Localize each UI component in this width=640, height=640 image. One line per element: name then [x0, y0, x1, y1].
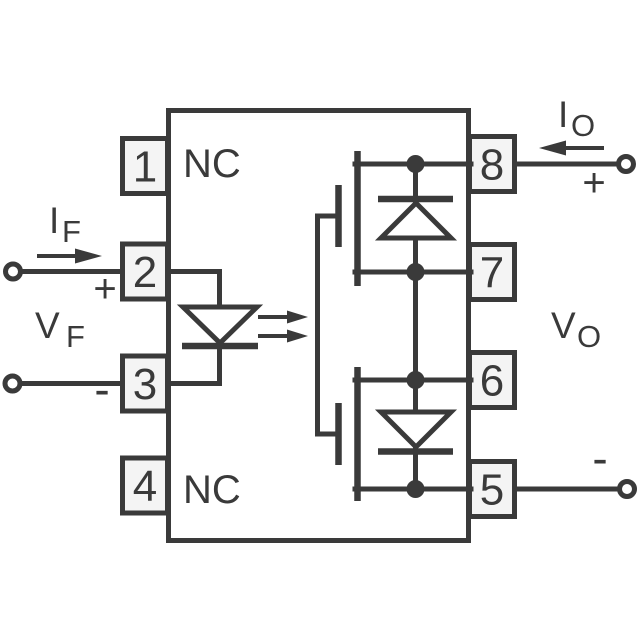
body-diode-top-icon	[374, 195, 458, 241]
led-triangle	[176, 304, 264, 347]
pin-5: 5	[467, 459, 517, 519]
pin-7-number: 7	[480, 249, 504, 298]
led-cathode-wire	[165, 343, 222, 386]
if-current-arrow-icon	[37, 248, 102, 264]
pin-2: 2	[120, 241, 170, 302]
body-diode-bottom-icon	[374, 409, 458, 455]
light-emission-arrows-icon	[258, 310, 308, 343]
body-diode-bottom-triangle	[374, 409, 458, 451]
led-icon	[165, 269, 308, 386]
if-arrow-head	[75, 248, 102, 264]
nc-label-top: NC	[183, 142, 241, 186]
body-diode-top-triangle	[374, 199, 458, 241]
pin-7-box	[467, 242, 517, 302]
pin-2-number: 2	[133, 248, 157, 297]
pin-2-box	[120, 241, 170, 302]
input-minus-sign: -	[94, 363, 109, 415]
pin-1-box	[120, 136, 170, 196]
junction-dot-bottom-source	[406, 371, 425, 389]
pin-1-number: 1	[133, 143, 157, 192]
input-wiring: I F + V F -	[2, 200, 125, 415]
pin-7: 7	[467, 242, 517, 302]
output-plus-terminal-icon	[616, 154, 636, 174]
junction-dot-top-source	[406, 263, 425, 281]
if-label: I	[49, 200, 59, 241]
led-anode-wire	[165, 269, 222, 310]
mosfet-top-icon	[335, 151, 361, 286]
pin-4-number: 4	[133, 462, 157, 511]
output-plus-sign: +	[582, 161, 605, 205]
io-current-arrow-icon	[539, 140, 604, 156]
output-mosfet-network	[315, 151, 474, 501]
output-minus-sign: -	[592, 432, 607, 484]
input-plus-sign: +	[93, 267, 116, 311]
pin-6: 6	[467, 350, 517, 410]
io-arrow-head	[539, 140, 566, 156]
pin-4-box	[120, 455, 170, 516]
pin-8-number: 8	[480, 141, 504, 190]
pin-3: 3	[120, 353, 170, 414]
pin-5-number: 5	[480, 466, 504, 515]
nc-label-bottom: NC	[183, 468, 241, 512]
light-arrow-1-head	[287, 310, 308, 324]
input-plus-terminal-icon	[3, 261, 23, 282]
gate-bus-wire	[315, 213, 340, 437]
vf-label: V	[35, 305, 60, 346]
output-wiring: I O + V O -	[512, 94, 637, 499]
mosfet-bottom-icon	[335, 367, 361, 501]
junction-dot-bottom-drain	[406, 480, 425, 498]
io-label-subscript: O	[571, 108, 595, 143]
light-arrow-2-head	[287, 329, 308, 343]
vo-label: V	[551, 305, 576, 346]
io-label: I	[558, 94, 568, 135]
if-label-subscript: F	[62, 214, 81, 249]
vo-label-subscript: O	[577, 319, 601, 354]
pin-6-number: 6	[480, 357, 504, 406]
input-minus-terminal-icon	[2, 373, 23, 394]
junction-dot-top-drain	[406, 155, 425, 173]
output-minus-terminal-icon	[617, 479, 637, 499]
pin-8: 8	[467, 134, 517, 194]
pin-3-number: 3	[133, 360, 157, 409]
pin-1: 1	[120, 136, 170, 196]
pin-4: 4	[120, 455, 170, 516]
vf-label-subscript: F	[66, 319, 85, 354]
